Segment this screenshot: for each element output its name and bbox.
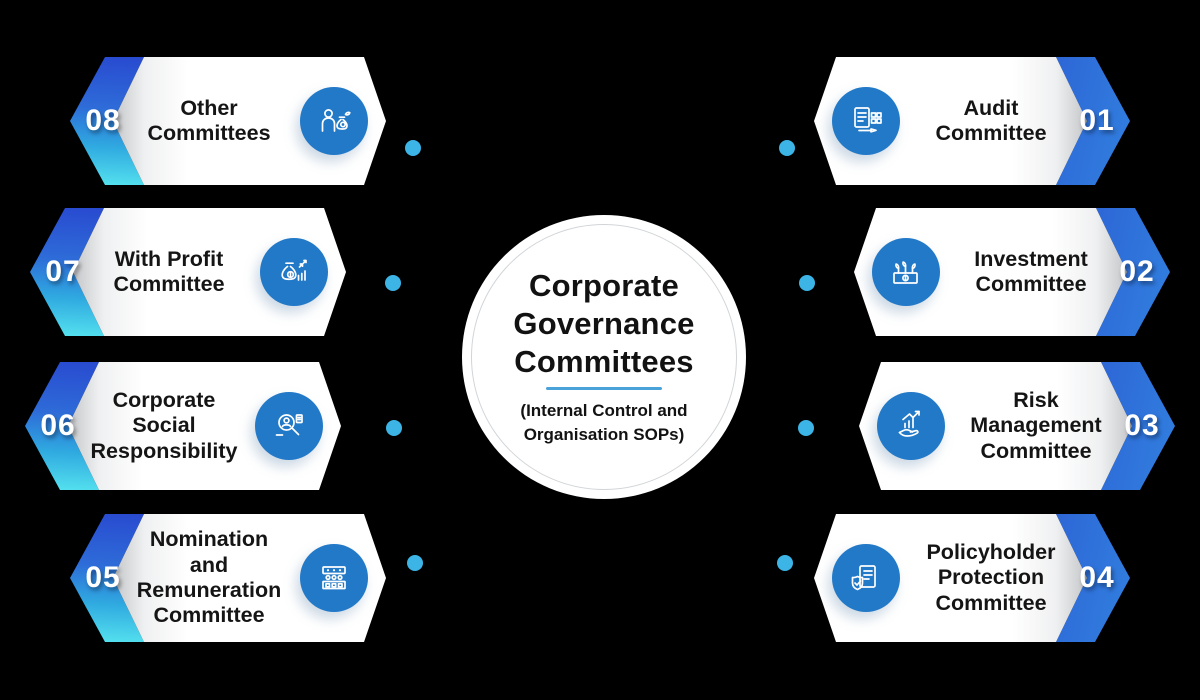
committee-card-audit: 01 Audit Committee xyxy=(814,57,1130,185)
card-label: Investment Committee xyxy=(974,246,1088,296)
card-label: Audit Committee xyxy=(935,95,1047,145)
card-number: 03 xyxy=(1124,409,1160,442)
diagram-title: Corporate Governance Committees xyxy=(513,267,695,379)
committee-card-with-profit: 07 With Profit Committee xyxy=(30,208,346,336)
committee-panel-icon xyxy=(300,544,368,612)
magnifier-person-icon xyxy=(255,392,323,460)
connector-dot xyxy=(385,275,401,291)
connector-dot xyxy=(386,420,402,436)
card-label: Other Committees xyxy=(147,95,271,145)
card-number: 02 xyxy=(1119,255,1155,288)
card-label: With Profit Committee xyxy=(113,246,225,296)
committee-card-other: 08 Other Committees xyxy=(70,57,386,185)
committee-card-policyholder: 04 Policyholder Protection Committee xyxy=(814,514,1130,642)
card-number: 06 xyxy=(40,409,76,442)
card-label: Policyholder Protection Committee xyxy=(926,539,1056,615)
connector-dot xyxy=(799,275,815,291)
card-label: Risk Management Committee xyxy=(970,387,1102,463)
card-label: Nomination and Remuneration Committee xyxy=(136,527,282,628)
audit-checklist-pen-icon xyxy=(832,87,900,155)
connector-dot xyxy=(798,420,814,436)
card-number: 01 xyxy=(1079,104,1115,137)
diagram-subtitle: (Internal Control and Organisation SOPs) xyxy=(520,401,688,445)
card-label: Corporate Social Responsibility xyxy=(90,387,238,463)
connector-dot xyxy=(407,555,423,571)
center-circle: Corporate Governance Committees (Interna… xyxy=(462,215,746,499)
title-underline xyxy=(546,387,662,391)
connector-dot xyxy=(779,140,795,156)
committee-card-investment: 02 Investment Committee xyxy=(854,208,1170,336)
card-number: 07 xyxy=(45,255,81,288)
committee-card-csr: 06 Corporate Social Responsibility xyxy=(25,362,341,490)
card-number: 05 xyxy=(85,561,121,594)
card-number: 04 xyxy=(1079,561,1115,594)
person-money-bag-icon xyxy=(300,87,368,155)
connector-dot xyxy=(777,555,793,571)
committee-card-nomination: 05 Nomination and Remuneration Committee xyxy=(70,514,386,642)
connector-dot xyxy=(405,140,421,156)
card-number: 08 xyxy=(85,104,121,137)
committee-card-risk: 03 Risk Management Committee xyxy=(859,362,1175,490)
money-sprout-icon xyxy=(872,238,940,306)
hand-holding-chart-icon xyxy=(877,392,945,460)
money-bag-growth-chart-icon xyxy=(260,238,328,306)
shield-check-document-icon xyxy=(832,544,900,612)
